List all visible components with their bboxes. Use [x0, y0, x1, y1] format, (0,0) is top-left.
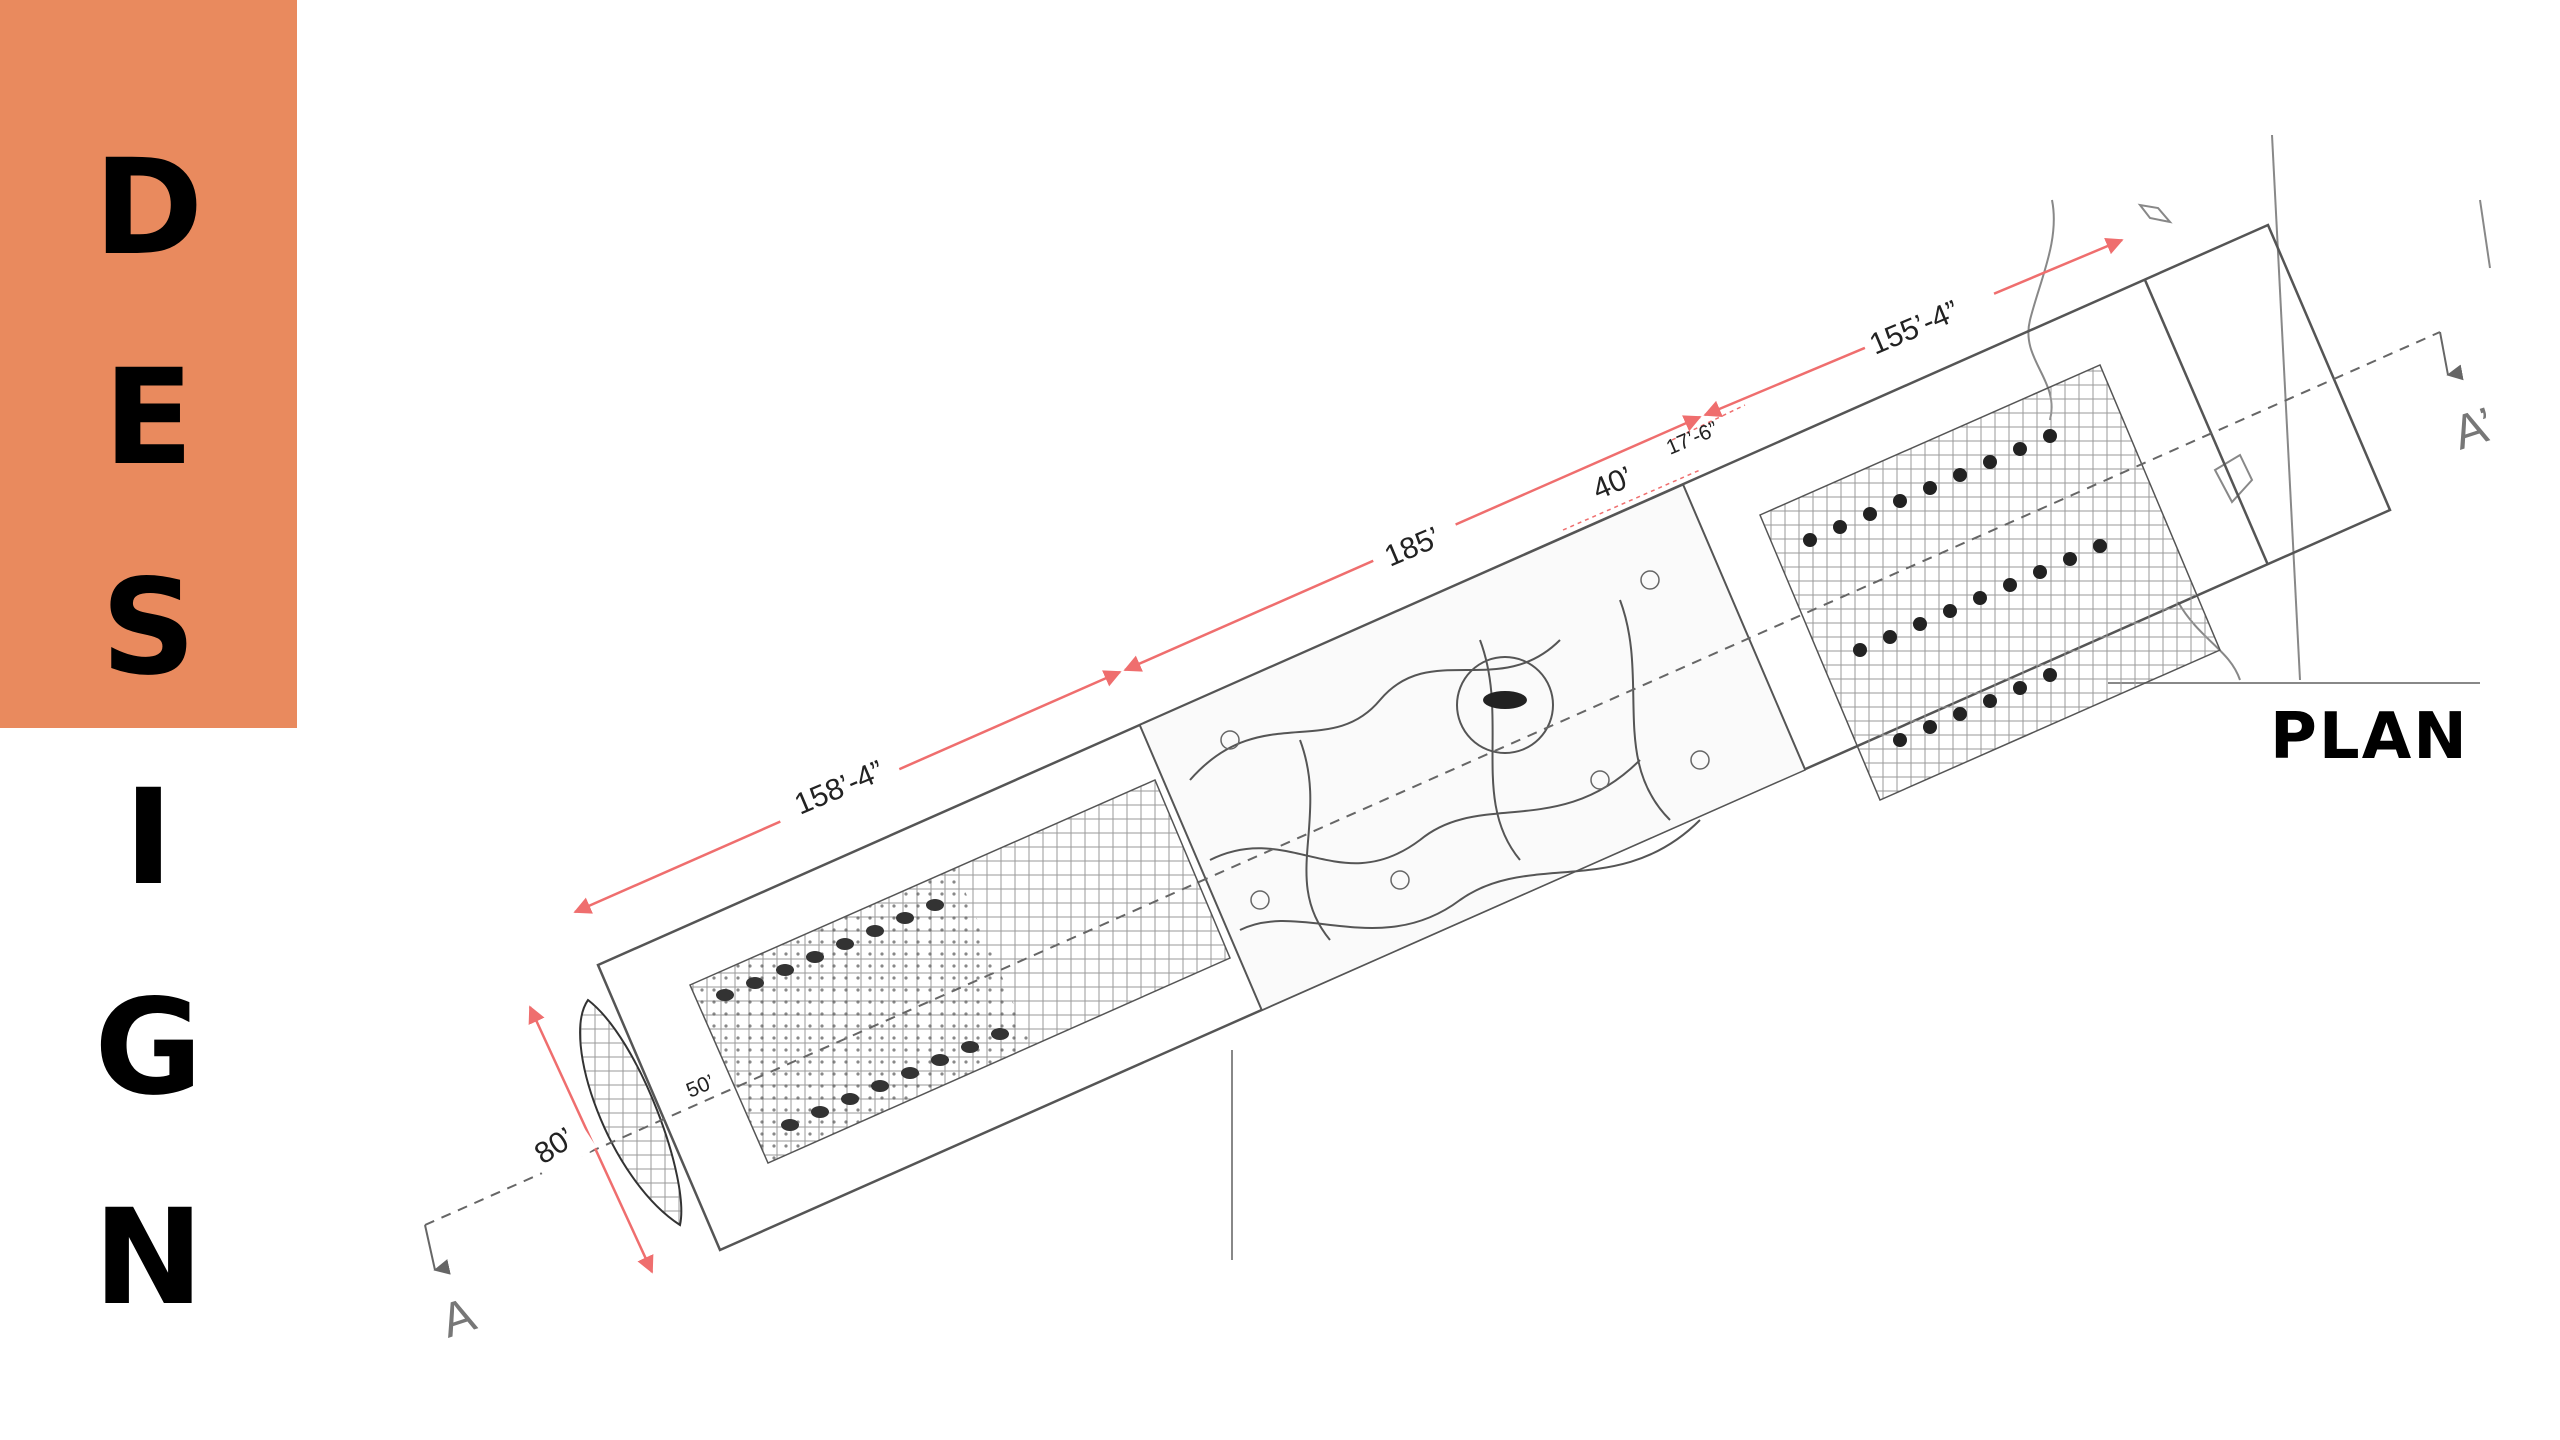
- section-line: [424, 331, 2464, 1275]
- vertical-title: D E S I G N: [0, 0, 297, 1440]
- title-letter-d: D: [93, 131, 204, 285]
- title-letter-s: S: [100, 551, 197, 705]
- title-letter-e: E: [103, 341, 194, 495]
- dimension-label-40: 40’: [1588, 460, 1638, 506]
- title-letter-g: G: [94, 971, 203, 1125]
- section-mark-a: A: [435, 1288, 482, 1348]
- title-letter-i: I: [123, 761, 174, 915]
- plan-label: PLAN: [2270, 700, 2469, 774]
- boat-sculpture: [579, 998, 683, 1227]
- zone-seating-plaza: [689, 779, 1231, 1164]
- section-mark-a-prime: A’: [2447, 398, 2501, 460]
- title-letter-n: N: [93, 1181, 204, 1335]
- dimension-text-backgrounds: [523, 272, 2004, 1180]
- zone-organic-garden: [1139, 484, 1806, 1011]
- accent-band: [0, 0, 297, 728]
- zone-planting-beds: [1759, 364, 2221, 801]
- dimension-label-17: 17’-6”: [1663, 417, 1721, 459]
